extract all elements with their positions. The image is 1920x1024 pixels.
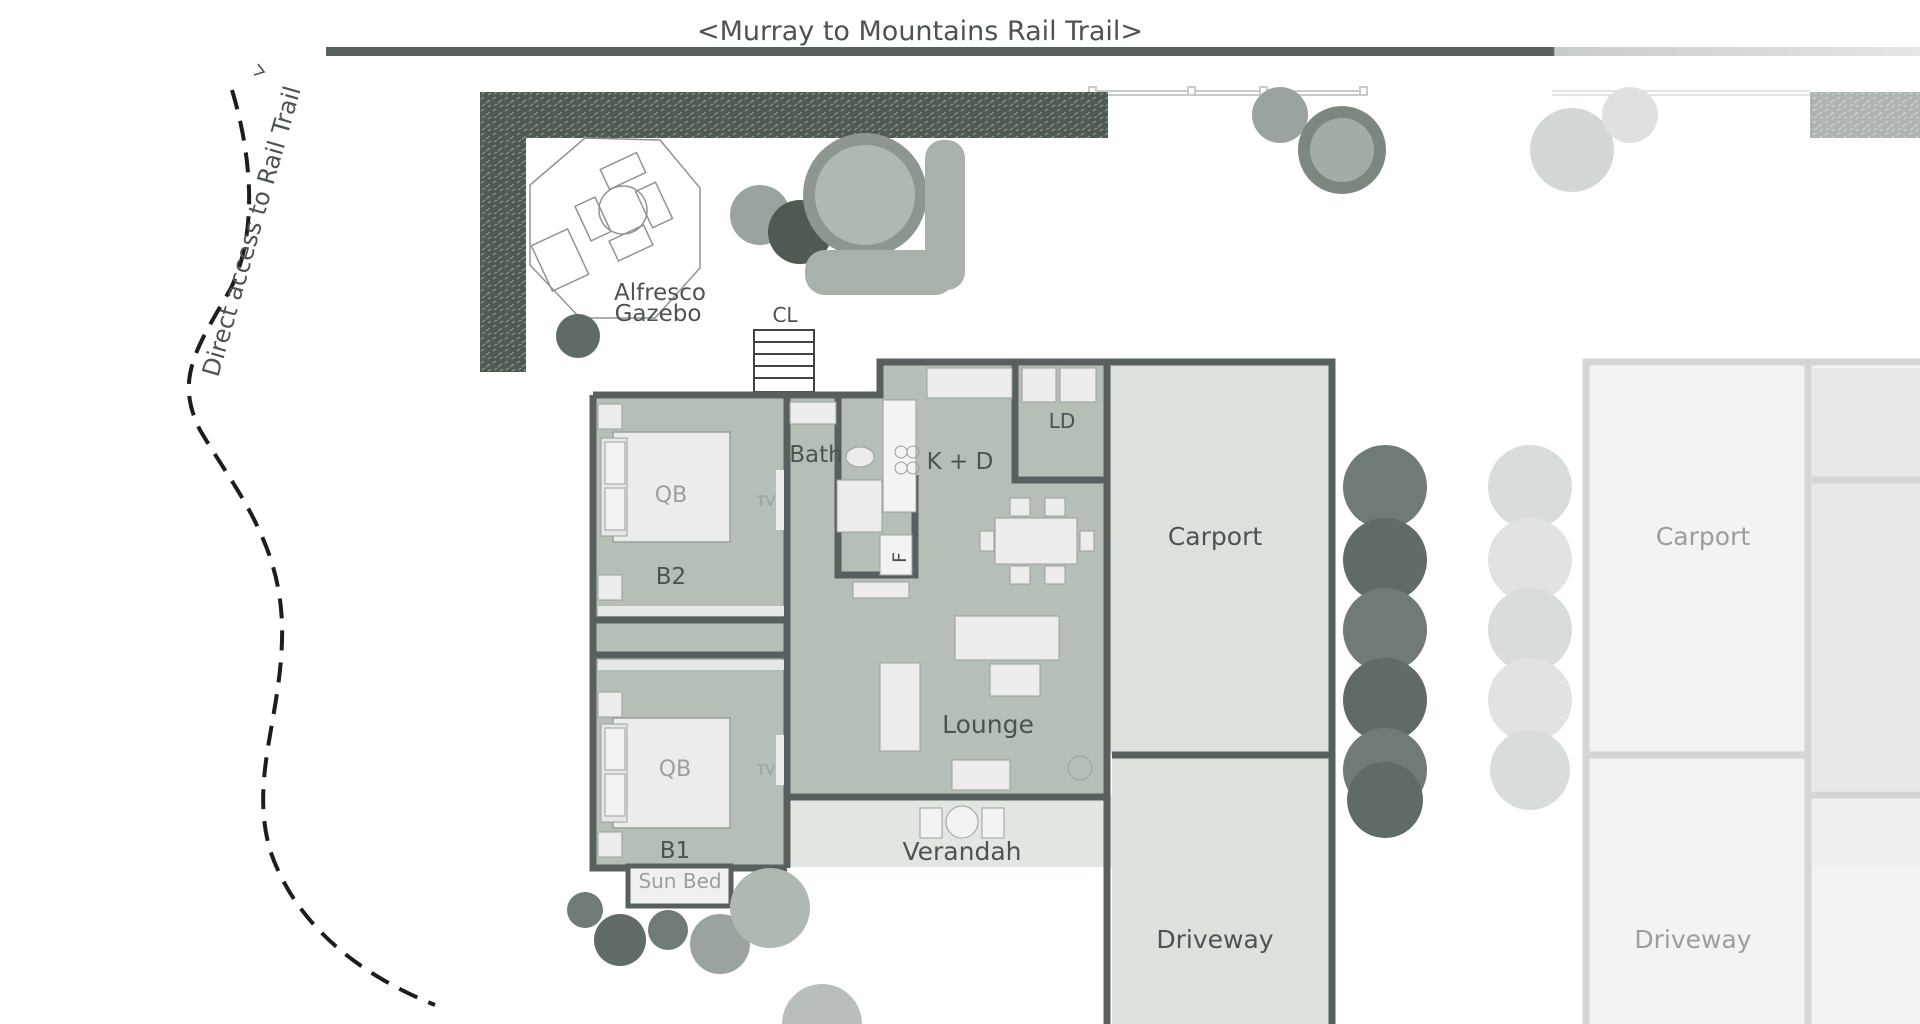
tv-b2-label: TV (756, 494, 776, 510)
bath-label: Bath (789, 442, 842, 468)
bedroom-b2 (597, 403, 784, 616)
b1-label: B1 (660, 838, 690, 864)
lounge-furniture (879, 615, 1093, 791)
fence (1088, 86, 1810, 96)
driveway-neighbor-label: Driveway (1634, 925, 1751, 954)
sun-bed (625, 863, 734, 909)
shrub-column (1343, 445, 1572, 838)
bedroom-b1 (597, 660, 784, 858)
verandah-label: Verandah (902, 837, 1021, 866)
ld-label: LD (1049, 409, 1076, 433)
rail-trail: <Murray to Mountains Rail Trail> (326, 16, 1920, 56)
alfresco-label: Alfresco (614, 280, 706, 306)
carport-label: Carport (1168, 522, 1262, 551)
direct-access-label: Direct access to Rail Trail (197, 83, 307, 380)
shrubs-bottom (567, 868, 862, 1024)
fridge-label: F (889, 552, 911, 563)
bath-fixtures (789, 367, 1097, 599)
gazebo (529, 137, 701, 319)
dining-set (979, 497, 1095, 585)
house-floor (593, 362, 1329, 1024)
hedge (480, 92, 1920, 372)
rail-trail-label: <Murray to Mountains Rail Trail> (697, 16, 1143, 47)
neighbor-unit (1582, 358, 1920, 1024)
tv-b1-label: TV (756, 763, 776, 779)
driveway-label: Driveway (1156, 925, 1273, 954)
clothesline-steps (753, 329, 815, 393)
kitchen-dining-label: K + D (927, 449, 994, 475)
b2-label: B2 (656, 564, 686, 590)
access-path: Direct access to Rail Trail (186, 63, 436, 1007)
cl-label: CL (772, 303, 798, 327)
gazebo-label: Gazebo (615, 301, 702, 327)
qb-b1-label: QB (659, 757, 691, 782)
qb-b2-label: QB (655, 483, 687, 508)
shrubs-top (556, 87, 1658, 358)
verandah-furniture (919, 805, 1005, 839)
lounge-label: Lounge (942, 710, 1034, 739)
sun-bed-label: Sun Bed (638, 869, 721, 893)
carport-neighbor-label: Carport (1656, 522, 1750, 551)
